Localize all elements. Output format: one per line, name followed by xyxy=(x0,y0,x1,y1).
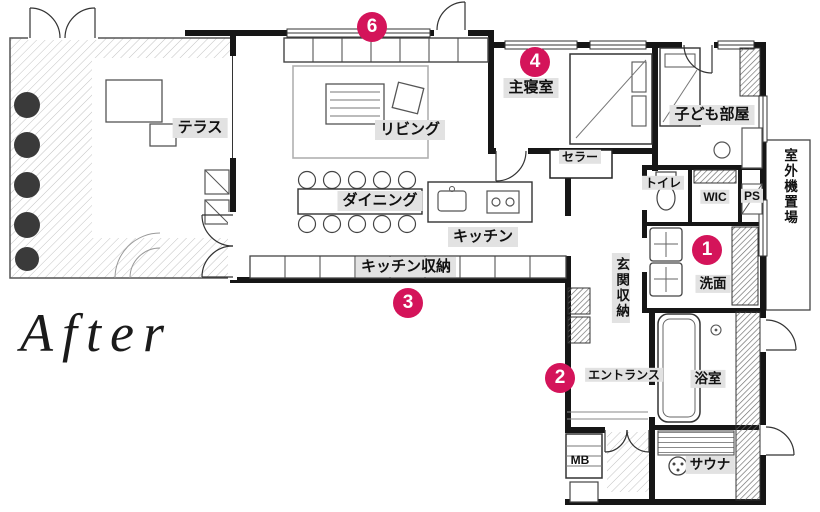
room-label-ps: PS xyxy=(740,188,764,204)
room-label-wic: WIC xyxy=(700,189,730,205)
room-label-cellar: セラー xyxy=(558,149,602,165)
living-rug xyxy=(292,65,429,159)
room-label-bathroom: 浴室 xyxy=(690,369,726,389)
bathtub-icon xyxy=(657,313,722,423)
room-label-sauna: サウナ xyxy=(685,455,735,475)
room-label-entrance: エントランス xyxy=(585,367,663,383)
marker-1: 1 xyxy=(692,235,722,265)
marker-4: 4 xyxy=(520,47,550,77)
wic-shelf xyxy=(693,169,737,184)
room-label-kitchen-storage: キッチン収納 xyxy=(355,257,457,277)
kids-shelf xyxy=(739,47,761,97)
outdoor-unit-area xyxy=(765,139,811,311)
entrance-storage-boxes xyxy=(567,287,591,344)
room-label-dining: ダイニング xyxy=(337,191,423,211)
terrace-area xyxy=(9,36,234,279)
room-label-outdoor-unit: 室外機置場 xyxy=(782,148,798,226)
room-label-kids-room: 子ども部屋 xyxy=(669,105,755,125)
mb-box xyxy=(565,433,603,503)
room-label-terrace: テラス xyxy=(172,118,228,138)
linen-shelf xyxy=(731,226,759,306)
sauna-bench xyxy=(657,430,735,476)
room-label-mb: MB xyxy=(570,452,590,467)
bath-sauna-wall-band xyxy=(735,311,761,501)
sauna-stove-icon xyxy=(668,456,688,476)
marker-6: 6 xyxy=(357,12,387,42)
room-label-entrance-storage: 玄関収納 xyxy=(611,253,631,323)
master-bed-icon xyxy=(569,53,653,145)
room-label-living: リビング xyxy=(374,120,446,140)
porch-paving xyxy=(607,432,649,492)
room-label-kitchen: キッチン xyxy=(447,227,519,247)
marker-3: 3 xyxy=(393,288,423,318)
door-swings xyxy=(29,1,797,456)
room-label-toilet: トイレ xyxy=(641,175,685,191)
marker-2: 2 xyxy=(545,363,575,393)
room-label-washroom: 洗面 xyxy=(695,274,731,294)
windows xyxy=(232,28,768,257)
kitchen-island xyxy=(427,181,533,223)
plan-title: After xyxy=(20,303,173,363)
top-cabinets xyxy=(283,37,489,63)
plants xyxy=(14,92,40,271)
genkan-step-lines xyxy=(567,411,648,420)
room-label-master-bedroom: 主寝室 xyxy=(503,78,559,98)
washbasin-icons xyxy=(649,227,683,297)
kids-desk xyxy=(713,127,763,169)
